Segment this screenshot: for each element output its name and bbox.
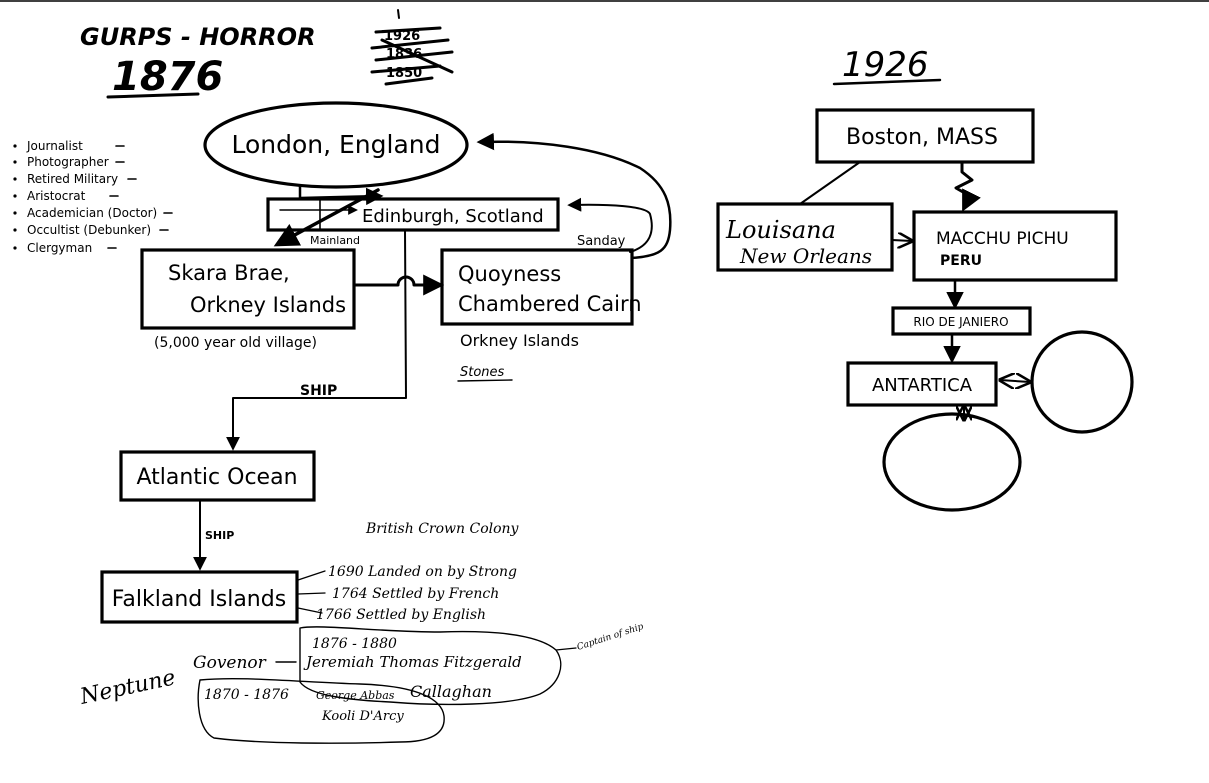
node-louisiana-line2: New Orleans [739,244,872,268]
node-louisiana [716,202,894,272]
node-boston [815,108,1035,164]
node-skara-brae-line1: Skara Brae, [168,261,290,285]
node-skara-brae-note: (5,000 year old village) [154,335,317,351]
node-macchu-picchu-line2: PERU [940,253,982,269]
node-atlantic [119,450,316,502]
governor-1-outline [299,626,562,706]
edges-1876 [193,132,672,571]
stones-underline [457,379,513,382]
node-skara-brae-line2: Orkney Islands [190,293,346,317]
node-louisiana-line1: Louisana [725,216,836,244]
stones-note: Stones [460,365,505,380]
neptune-note: Neptune [77,665,178,710]
year-1876-heading: 1876 [112,54,223,100]
edge-quoyness-edinburgh [567,197,653,253]
year-1926-heading: 1926 [842,45,929,85]
role-label: Academician (Doctor) [27,206,157,220]
edge-boston-macchu [954,160,981,212]
edge-boston-louisiana [799,161,861,205]
role-item: Journalist [13,139,125,153]
node-antartica [846,361,998,407]
role-list: Journalist Photographer Retired Military… [13,139,173,255]
node-skara-brae [140,248,356,330]
governor-2-years: 1870 - 1876 [204,687,289,703]
role-label: Clergyman [27,241,92,255]
edge-label-sanday: Sanday [577,234,626,249]
node-quoyness-note: Orkney Islands [460,331,579,350]
edge-edinburgh-atlantic [226,229,407,451]
history-line-2: 1764 Settled by French [332,586,499,602]
node-quoyness-line1: Quoyness [458,262,561,286]
node-macchu-picchu-line1: MACCHU PICHU [936,229,1069,249]
scratched-year-1: 1926 [384,29,420,44]
page-title: GURPS - HORROR [80,23,316,51]
edges-1926 [799,160,1030,420]
node-quoyness [440,248,634,326]
history-line-3: 1766 Settled by English [316,607,486,623]
scratched-years: 1926 1836 1850 [370,9,454,86]
node-rio [891,306,1032,336]
edge-label-ship-1: SHIP [300,383,337,399]
governor-2-name-2: Kooli D'Arcy [321,709,404,724]
role-label: Journalist [26,139,83,153]
edge-london-edinburgh [298,184,384,206]
node-empty-bottom [882,412,1022,512]
role-label: Occultist (Debunker) [27,223,151,237]
year-1876-underline [106,92,200,99]
node-boston-label: Boston, MASS [846,125,998,150]
node-rio-label: RIO DE JANIERO [913,315,1008,329]
governor-1-surname: Callaghan [410,682,492,701]
year-1926-underline [832,78,942,86]
edge-skara-quoyness [352,274,445,296]
role-label: Aristocrat [27,189,86,203]
node-empty-right [1030,330,1134,434]
edge-label-mainland: Mainland [310,234,360,247]
role-item: Aristocrat [13,189,119,203]
node-quoyness-line2: Chambered Cairn [458,292,642,316]
governor-2-outline [197,677,445,744]
governor-label: Govenor [193,653,267,673]
node-falkland [100,570,299,624]
edge-label-ship-2: SHIP [205,529,234,542]
role-item: Photographer [13,155,125,169]
role-item: Retired Military [13,172,137,186]
edge-antartica-right-circle [1000,380,1030,382]
node-antartica-label: ANTARTICA [872,375,973,396]
role-item: Clergyman [13,241,117,255]
node-macchu-picchu [912,210,1118,282]
node-edinburgh-label: Edinburgh, Scotland [362,206,544,227]
edge-louisiana-macchu [891,240,912,241]
colony-note: British Crown Colony [365,521,520,537]
node-atlantic-label: Atlantic Ocean [136,465,297,490]
captain-note: Captain of ship [576,622,645,653]
governor-1-years: 1876 - 1880 [312,636,397,652]
role-item: Academician (Doctor) [13,206,173,220]
history-line-1: 1690 Landed on by Strong [328,564,517,580]
role-label: Photographer [27,155,109,169]
node-london [203,101,469,189]
edge-quoyness-london [476,132,672,260]
edge-london-skara [273,188,380,247]
role-item: Occultist (Debunker) [13,223,169,237]
role-label: Retired Military [27,172,118,186]
governor-2-name-1: George Abbas [316,689,395,702]
node-falkland-label: Falkland Islands [112,587,286,612]
falkland-notes: British Crown Colony 1690 Landed on by S… [77,521,645,744]
governor-1-name: Jeremiah Thomas Fitzgerald [303,653,522,671]
node-london-label: London, England [231,130,440,159]
